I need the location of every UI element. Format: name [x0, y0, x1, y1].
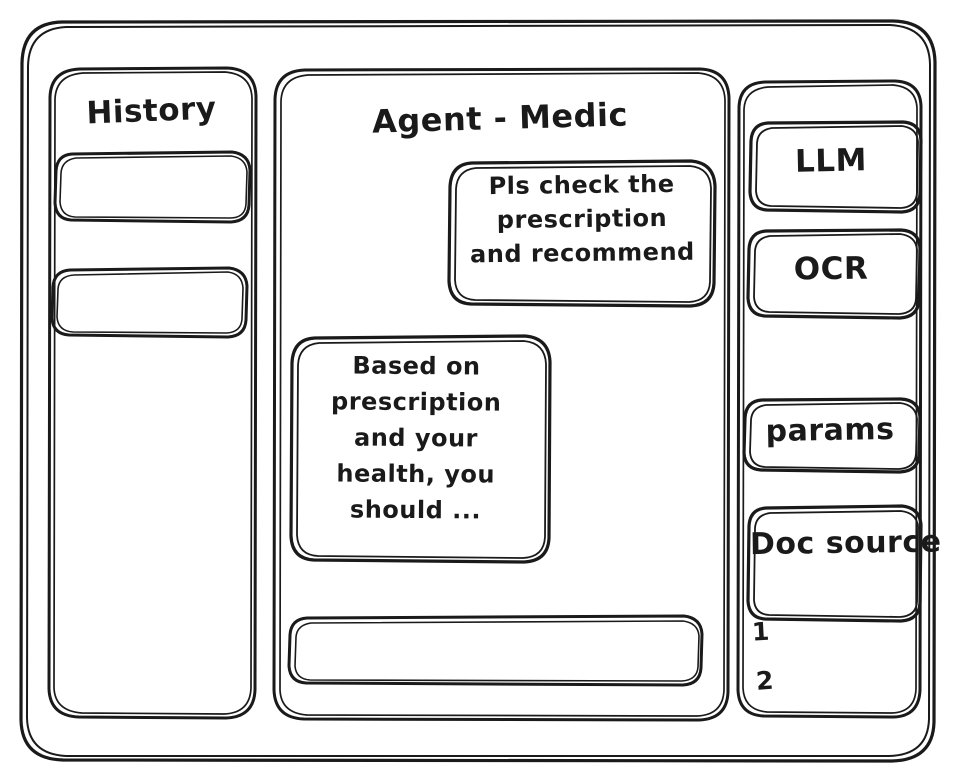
user-message-bubble: Pls check the prescription and recommend — [469, 169, 695, 269]
assistant-message-bubble: Based on prescription and your health, y… — [330, 351, 502, 525]
history-panel-title: History — [85, 90, 218, 132]
tool-button-params[interactable]: params — [765, 411, 895, 450]
history-list-item[interactable] — [58, 152, 248, 220]
message-composer-input[interactable] — [289, 616, 703, 686]
agent-panel-title: Agent - Medic — [371, 95, 629, 141]
history-list-item[interactable] — [55, 268, 245, 331]
tool-button-doc-source[interactable]: Doc source — [749, 524, 942, 563]
tool-button-llm[interactable]: LLM — [794, 142, 868, 180]
tool-button-ocr[interactable]: OCR — [793, 250, 869, 288]
doc-source-list-item[interactable]: 2 — [754, 665, 775, 696]
doc-source-list-item[interactable]: 1 — [751, 616, 771, 647]
